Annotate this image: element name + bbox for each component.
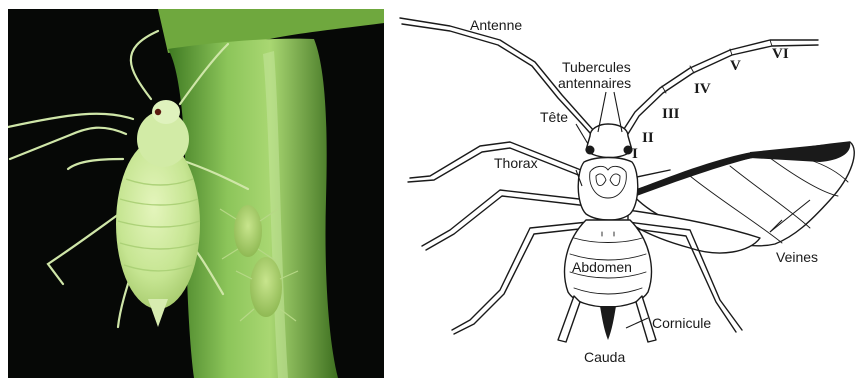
thorax (578, 158, 638, 221)
eye-left (586, 146, 595, 155)
antenna-segment-3: III (662, 106, 680, 122)
nymph-1 (234, 205, 262, 257)
aphid-eye (155, 109, 161, 115)
antenna-joints (662, 40, 772, 93)
label-abdomen: Abdomen (572, 259, 632, 275)
antenna-segment-4: IV (694, 81, 711, 97)
antenna-segment-2: II (642, 130, 654, 146)
label-thorax: Thorax (494, 155, 538, 171)
aphid-photo (8, 9, 384, 378)
label-cornicule: Cornicule (652, 315, 711, 331)
label-cauda: Cauda (584, 349, 625, 365)
antenna-right-2 (628, 45, 818, 134)
label-veines: Veines (776, 249, 818, 265)
antenna-segment-1: I (632, 146, 638, 162)
label-antenne: Antenne (470, 17, 522, 33)
label-tubercules: Tubercules (562, 59, 631, 75)
antenna-segment-6: VI (772, 46, 789, 62)
antenna-segment-5: V (730, 58, 741, 74)
label-antennaires: antennaires (558, 75, 631, 91)
aphid-diagram: Antenne Tubercules antennaires Tête Thor… (390, 0, 856, 380)
cornicule-left (558, 296, 580, 342)
nymph-2 (250, 257, 282, 317)
cauda (600, 306, 616, 340)
label-tete: Tête (540, 109, 568, 125)
leg-mid-left (422, 190, 588, 250)
